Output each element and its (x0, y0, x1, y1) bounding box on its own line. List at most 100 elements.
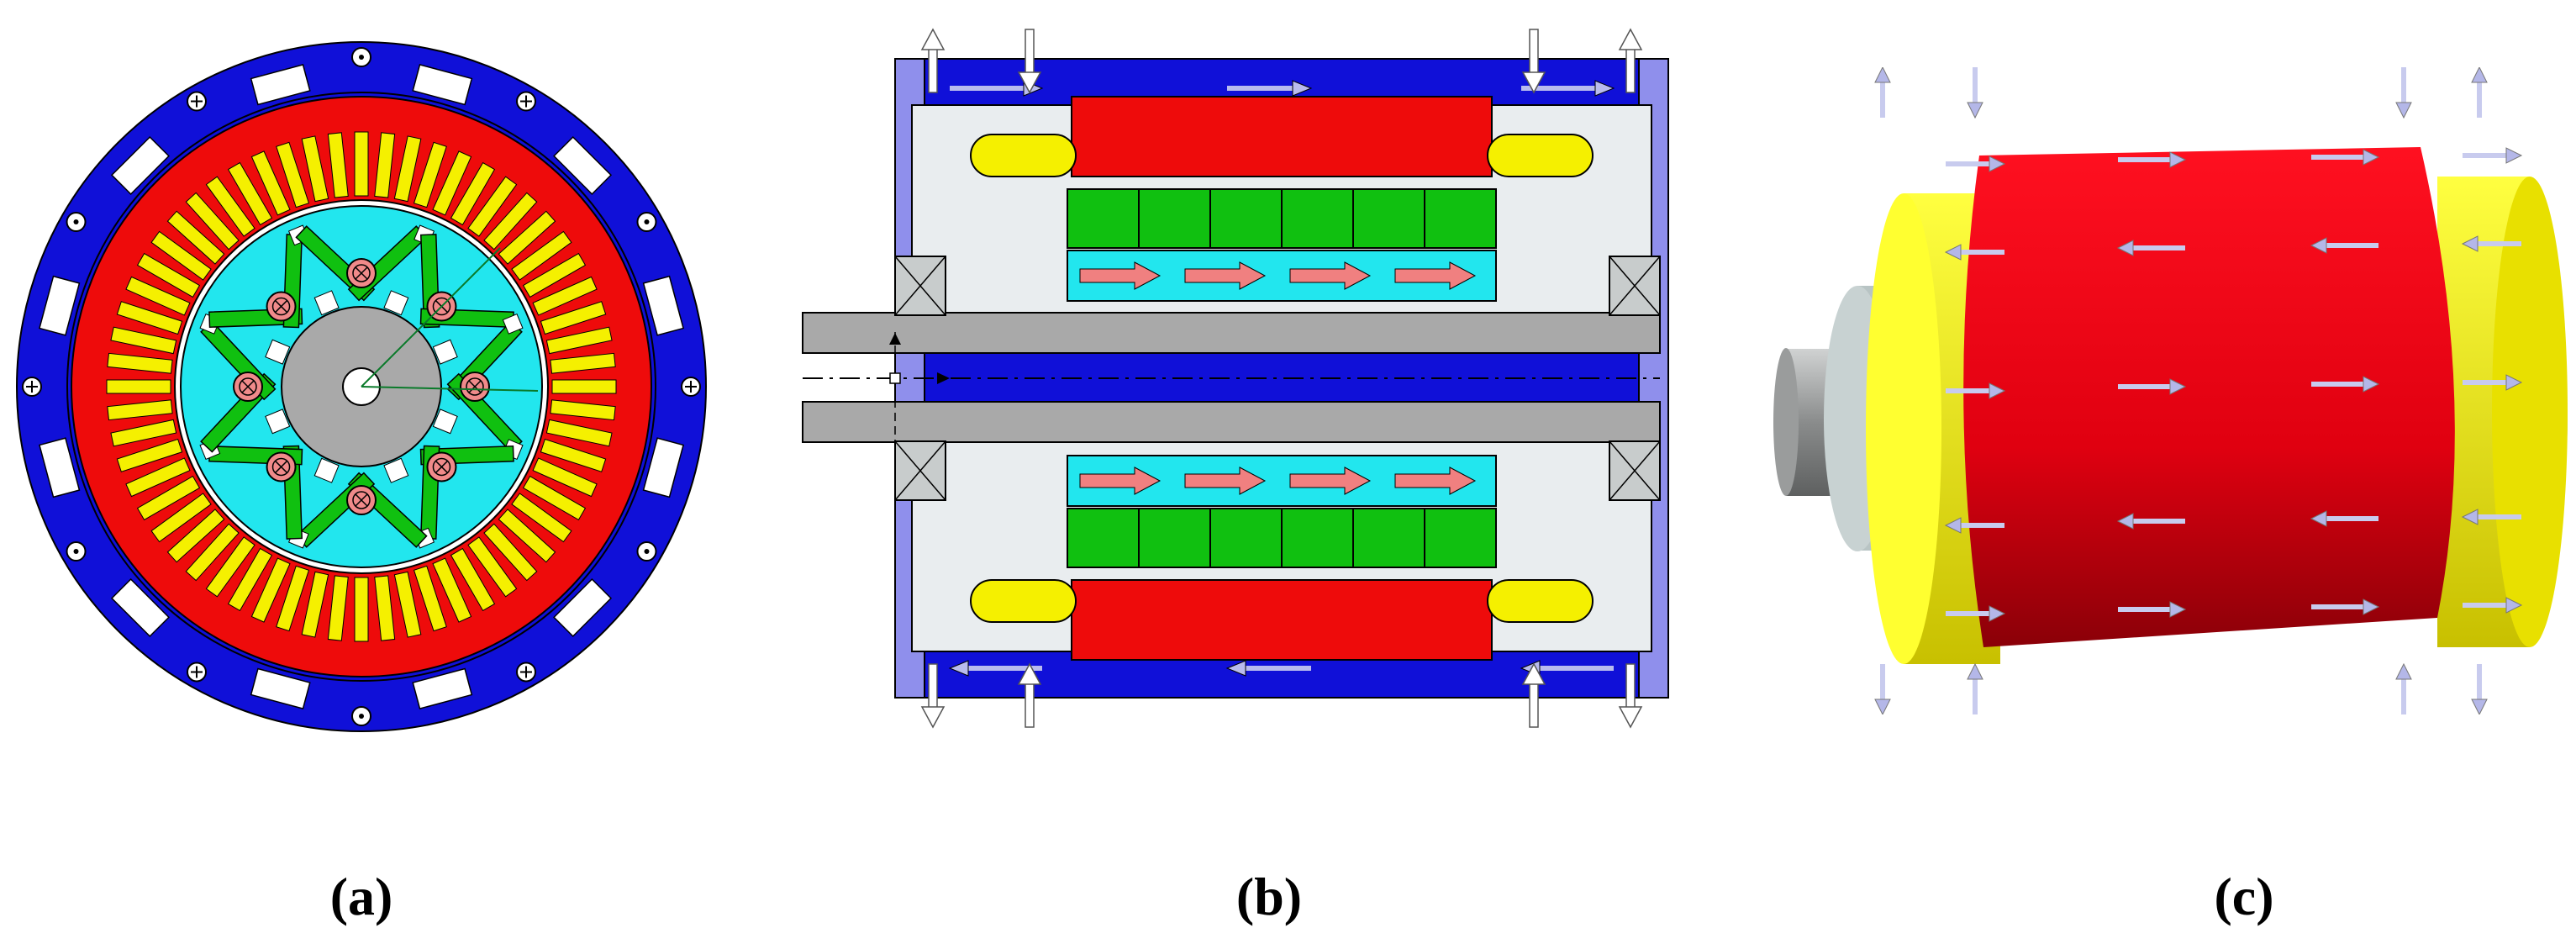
stator-tooth (250, 150, 291, 216)
stator-tooth (432, 150, 472, 216)
housing-slot (250, 64, 311, 106)
flux-barrier (313, 457, 340, 483)
caption-c: (c) (2214, 867, 2274, 926)
stator-tooth (413, 565, 447, 632)
housing-inner-line (66, 92, 656, 682)
direction-arrow-icon (937, 372, 950, 384)
coolant-arrow-icon (1874, 66, 1891, 118)
coolant-arrow-icon (1946, 156, 2006, 172)
stator-tooth (250, 557, 291, 623)
stator-tooth (205, 536, 255, 598)
magnet-block (1424, 508, 1497, 568)
coolant-arrow-icon (2310, 510, 2378, 527)
end-winding-left-face (1866, 193, 1941, 664)
stator-tooth (467, 536, 518, 598)
magnet-block (1209, 188, 1283, 249)
end-winding-right-face (2492, 177, 2568, 647)
section-point (889, 372, 901, 384)
coolant-arrow-icon (2395, 662, 2412, 714)
longitudinal-section-drawing (802, 28, 1669, 729)
coolant-arrow-icon (2461, 235, 2521, 252)
coolant-arrow-icon (1017, 662, 1042, 728)
magnet-block (1067, 508, 1140, 568)
bearing-icon (1609, 440, 1661, 501)
flux-barrier (265, 409, 291, 435)
coolant-arrow-icon (1521, 29, 1546, 94)
magnet-block (1138, 508, 1211, 568)
shaft-upper (802, 312, 1661, 354)
stator-tooth (136, 252, 201, 298)
stator-tooth (150, 230, 212, 281)
coolant-arrow-icon (2463, 374, 2523, 391)
stator-tooth (185, 192, 240, 250)
coolant-arrow-icon (1227, 80, 1313, 97)
stator-tooth (125, 457, 191, 498)
end-winding (1487, 579, 1594, 623)
coolant-arrow-icon (1874, 664, 1891, 716)
coolant-arrow-icon (1618, 28, 1643, 93)
3d-model-drawing (1773, 66, 2568, 716)
coolant-arrow-icon (1967, 67, 1983, 119)
stator-tooth (432, 557, 472, 623)
stator-tooth (301, 571, 329, 638)
stator-tooth (550, 399, 616, 421)
radius-line (361, 247, 501, 388)
coolant-arrow-icon (2311, 598, 2380, 615)
stator-tooth (532, 276, 598, 316)
housing-slot (39, 275, 81, 336)
section-marker-icon (889, 333, 901, 345)
magnet-block (1067, 188, 1140, 249)
stator-tooth (374, 575, 396, 641)
flow-arrow-icon (1079, 261, 1162, 290)
stator-tooth (205, 176, 255, 237)
coolant-arrow-icon (1946, 605, 2006, 622)
stator-tooth (483, 192, 538, 250)
stator-tooth (532, 457, 598, 498)
housing-slot (412, 667, 473, 709)
coolant-arrow-icon (2311, 376, 2380, 393)
panel-c-3d-model (1765, 66, 2576, 716)
stator-body (1963, 147, 2455, 647)
coolant-arrow-icon (2310, 237, 2378, 254)
coolant-arrow-icon (2463, 147, 2523, 164)
stator-tooth (116, 438, 183, 472)
magnet-block (1352, 508, 1425, 568)
stator-tooth (522, 252, 587, 298)
housing-slot (110, 578, 170, 638)
stator-tooth (107, 352, 173, 374)
magnet-block (1281, 188, 1354, 249)
flux-barrier (383, 290, 409, 316)
coolant-arrow-icon (1618, 663, 1643, 729)
housing-slot (553, 578, 613, 638)
coolant-arrow-icon (1944, 517, 2004, 534)
coolant-arrow-icon (920, 663, 946, 729)
stator-tooth (354, 577, 369, 642)
stator-tooth (110, 326, 177, 355)
stator-tooth (110, 419, 177, 447)
coolant-arrow-icon (2395, 67, 2412, 119)
bearing-icon (894, 256, 946, 316)
stator-tooth (276, 565, 310, 632)
coolant-arrow-icon (1946, 382, 2006, 399)
cross-section-drawing (16, 41, 707, 732)
shaft-lower (802, 401, 1661, 443)
magnet-block (1424, 188, 1497, 249)
housing-slot (39, 437, 81, 498)
coolant-arrow-icon (2311, 149, 2380, 166)
panel-a-cross-section (0, 0, 731, 757)
coolant-arrow-icon (1017, 29, 1042, 94)
bearing-icon (894, 440, 946, 501)
flow-arrow-icon (1289, 467, 1372, 495)
stator-tooth (116, 301, 183, 335)
magnet-block (1281, 508, 1354, 568)
coolant-arrow-icon (2118, 601, 2187, 618)
coolant-arrow-icon (1225, 660, 1311, 677)
stator-tooth (545, 419, 613, 447)
coolant-arrow-icon (1967, 662, 1983, 714)
coolant-arrow-icon (2116, 240, 2185, 256)
stator-tooth (511, 493, 572, 543)
flux-barrier (502, 313, 524, 335)
panel-b-longitudinal-section (790, 0, 1698, 757)
coolant-arrow-icon (2461, 509, 2521, 525)
flux-barrier (432, 409, 458, 435)
